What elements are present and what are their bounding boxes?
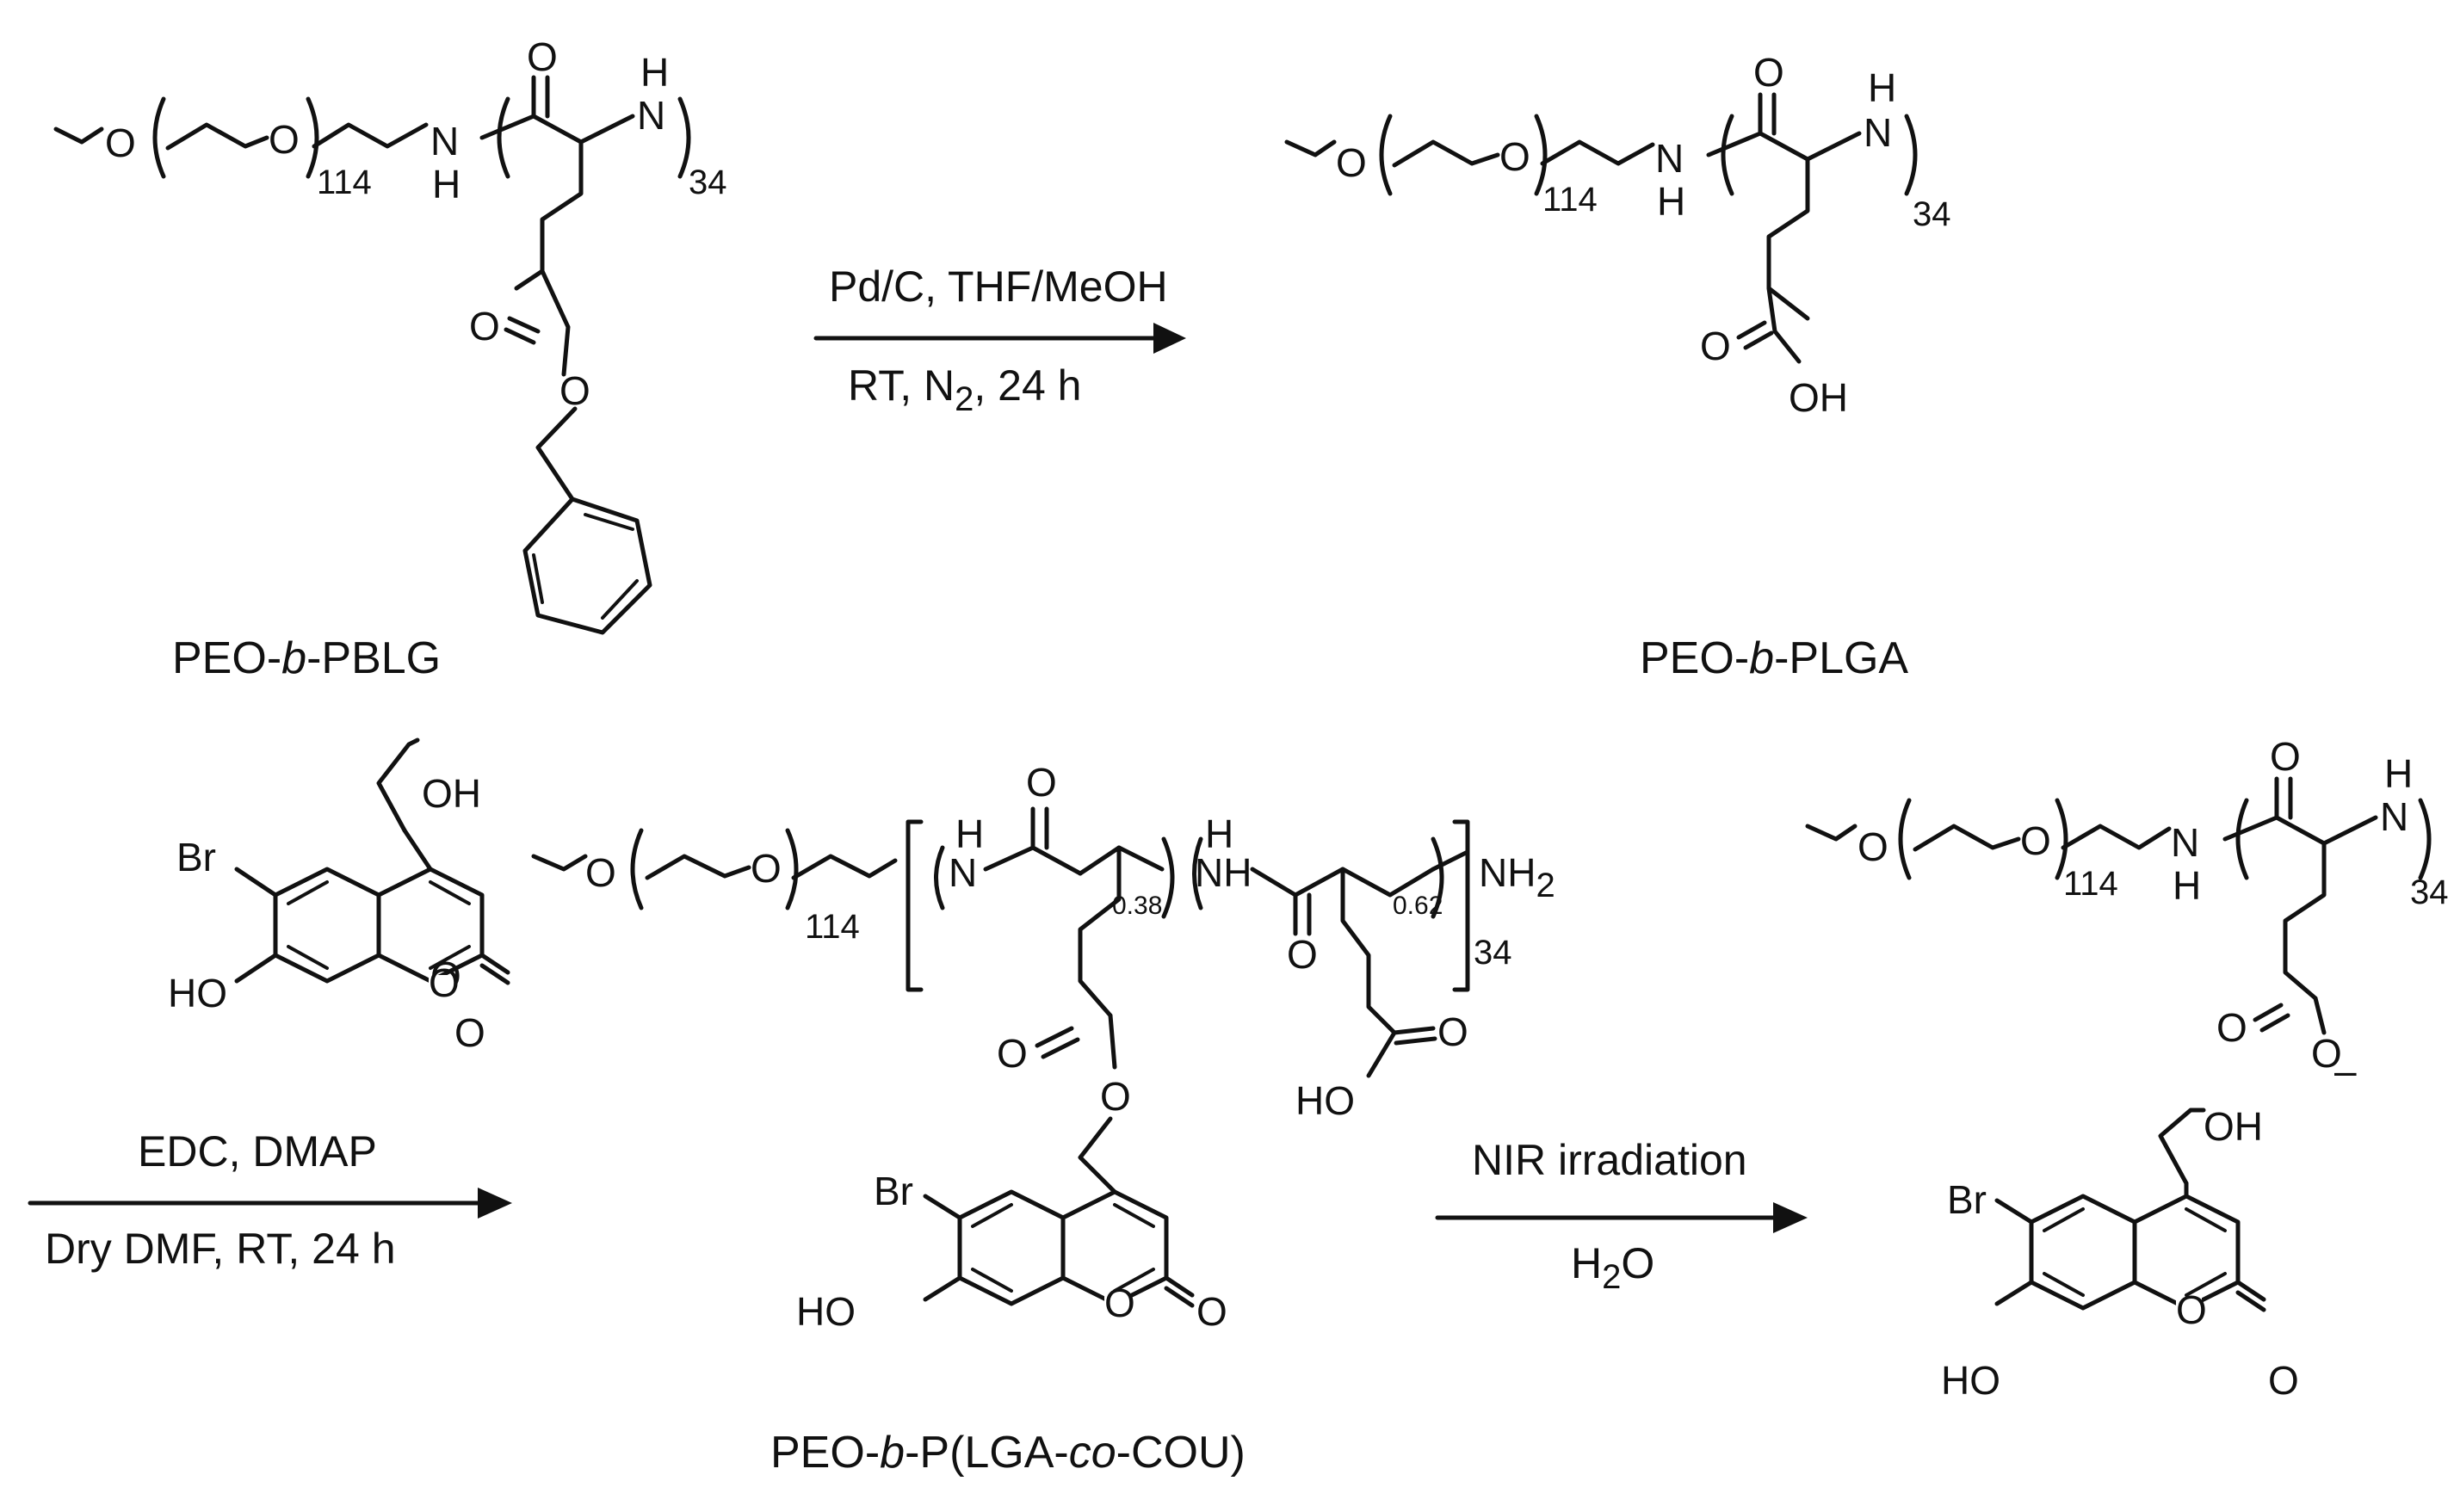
- reaction-arrow-esterification: EDC, DMAP Dry DMF, RT, 24 h: [28, 1127, 512, 1273]
- atom-o: O: [454, 1010, 485, 1055]
- structure-peo-b-p-lga-co-cou: O O 114 N H O 0.38 NH H O 0.62 34 NH2: [531, 760, 1555, 1478]
- atom-o: O: [1857, 824, 1888, 869]
- atom-o: O: [1700, 324, 1731, 368]
- atom-nh: NH: [1195, 850, 1252, 895]
- repeat-114: 114: [1542, 181, 1598, 219]
- atom-o: O: [1026, 760, 1057, 805]
- fraction-0-62: 0.62: [1393, 892, 1443, 920]
- atom-h: H: [1868, 65, 1896, 110]
- condition-top: NIR irradiation: [1472, 1136, 1747, 1184]
- atom-n: N: [2171, 820, 2199, 865]
- structure-bromohydroxycoumarin-reagent: OH O O Br HO O: [168, 737, 510, 1055]
- atom-o: O: [527, 34, 558, 79]
- condition-bottom: RT, N2, 24 h: [848, 361, 1081, 418]
- repeat-114: 114: [805, 908, 860, 946]
- atom-h: H: [640, 50, 669, 95]
- repeat-34: 34: [689, 164, 727, 201]
- compound-name: PEO-b-PLGA: [1640, 633, 1908, 683]
- atom-n: N: [430, 119, 459, 164]
- structure-peo-b-plga: O O 114 N H O N H 34 O OH PEO-b-PLGA: [1284, 50, 1951, 683]
- reaction-arrow-hydrogenolysis: Pd/C, THF/MeOH RT, N2, 24 h: [813, 262, 1186, 418]
- atom-o: O: [751, 846, 782, 891]
- atom-oh: OH: [422, 771, 481, 816]
- atom-o: O: [2176, 1287, 2207, 1332]
- atom-h: H: [2384, 751, 2413, 796]
- atom-ho: HO: [796, 1289, 856, 1334]
- atom-o: O: [585, 850, 616, 895]
- atom-o: O: [2311, 1031, 2342, 1076]
- atom-o: O: [1437, 1009, 1468, 1054]
- atom-o: O: [105, 120, 136, 165]
- atom-n: N: [1655, 136, 1684, 181]
- repeat-34: 34: [1474, 934, 1512, 972]
- atom-nh2: NH2: [1479, 850, 1555, 904]
- structure-released-coumarin: OH O O Br HO: [1941, 1104, 2299, 1403]
- atom-br: Br: [874, 1169, 913, 1213]
- reaction-arrow-photocleavage: NIR irradiation H2O: [1435, 1136, 1808, 1296]
- structure-peo-b-pblg: O O 114 N H O N H 34 O O PEO-b-PBLG: [53, 34, 727, 683]
- atom-o: O: [2020, 818, 2051, 863]
- atom-h: H: [1657, 179, 1685, 224]
- atom-oh: OH: [2204, 1104, 2263, 1149]
- atom-o: O: [1499, 134, 1530, 179]
- atom-ho: HO: [1295, 1078, 1355, 1123]
- atom-br: Br: [176, 835, 216, 879]
- repeat-114: 114: [2063, 865, 2118, 903]
- atom-h: H: [432, 162, 461, 207]
- atom-o: O: [429, 960, 460, 1005]
- atom-o: O: [269, 117, 300, 162]
- atom-n: N: [1864, 110, 1892, 155]
- atom-oh: OH: [1789, 375, 1848, 420]
- repeat-114: 114: [317, 164, 372, 201]
- atom-h: H: [1205, 812, 1233, 856]
- atom-o: O: [2216, 1005, 2247, 1050]
- compound-name: PEO-b-PBLG: [172, 633, 441, 683]
- atom-o: O: [1336, 140, 1367, 185]
- atom-o: O: [1196, 1289, 1227, 1334]
- atom-ho: HO: [1941, 1358, 2000, 1403]
- atom-o: O: [1104, 1281, 1135, 1325]
- atom-n: N: [637, 93, 665, 138]
- atom-o: O: [1287, 932, 1318, 977]
- repeat-34: 34: [1913, 195, 1951, 233]
- atom-o: O: [2268, 1358, 2299, 1403]
- atom-o: O: [1100, 1074, 1131, 1119]
- atom-o: O: [469, 304, 500, 349]
- atom-h: H: [955, 812, 984, 856]
- structure-carboxylate-polymer: O O 114 N H O N H 34 O O –: [1805, 734, 2449, 1093]
- compound-name: PEO-b-P(LGA-co-COU): [770, 1428, 1246, 1478]
- atom-o: O: [2270, 734, 2301, 779]
- atom-o: O: [997, 1031, 1028, 1076]
- atom-o: O: [1753, 50, 1784, 95]
- atom-n: N: [2380, 794, 2408, 839]
- condition-top: EDC, DMAP: [138, 1127, 377, 1176]
- atom-o: O: [559, 368, 590, 413]
- atom-n: N: [949, 850, 977, 895]
- condition-top: Pd/C, THF/MeOH: [829, 262, 1168, 311]
- charge-minus: –: [2334, 1048, 2357, 1093]
- condition-bottom: Dry DMF, RT, 24 h: [45, 1225, 396, 1273]
- atom-h: H: [2173, 863, 2201, 908]
- condition-bottom: H2O: [1571, 1239, 1654, 1296]
- atom-br: Br: [1947, 1177, 1987, 1222]
- repeat-34: 34: [2410, 873, 2449, 911]
- atom-ho: HO: [168, 971, 227, 1015]
